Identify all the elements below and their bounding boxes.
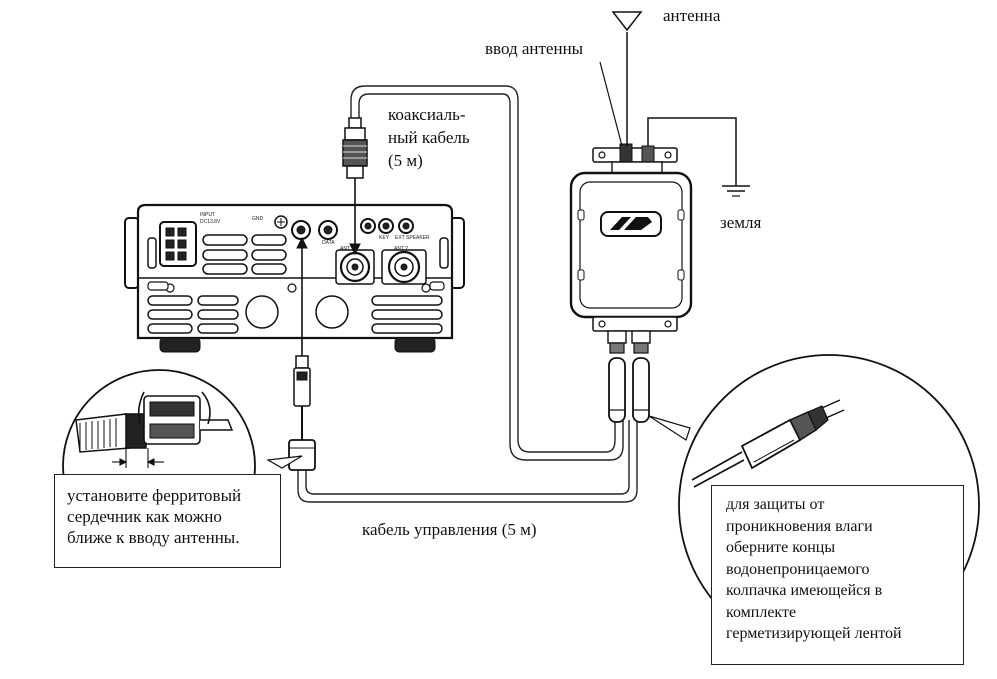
waterproof-note-line: герметизирующей лентой: [726, 625, 902, 642]
coaxial-cable: [350, 85, 624, 461]
svg-text:EXT SPEAKER: EXT SPEAKER: [395, 235, 430, 241]
waterproof-cap-control: [632, 357, 650, 423]
fan-left: [245, 295, 279, 329]
antenna-wire: [611, 11, 643, 146]
coax-label-line2: ный кабель: [388, 128, 470, 147]
control-cable: [297, 420, 638, 503]
coax-label-line3: (5 м): [388, 151, 423, 170]
svg-text:DC13.8V: DC13.8V: [200, 219, 221, 225]
svg-text:GND: GND: [252, 216, 264, 222]
svg-text:INPUT: INPUT: [200, 212, 215, 218]
waterproof-note-line: для защиты от: [726, 496, 825, 513]
waterproof-note-line: оберните концы: [726, 539, 836, 556]
ferrite-note-line: установите ферритовый: [67, 486, 242, 505]
waterproof-note-line: колпачка имеющейся в: [726, 582, 883, 599]
ferrite-note-line: ближе к вводу антенны.: [67, 528, 240, 547]
fan-right: [315, 295, 349, 329]
waterproof-note-line: проникновения влаги: [726, 517, 873, 535]
svg-text:ANT 2: ANT 2: [394, 246, 408, 252]
antenna-label: антенна: [663, 6, 721, 25]
waterproof-note-line: водонепроницаемого: [726, 560, 870, 578]
waterproof-note-box: для защиты от проникновения влаги оберни…: [711, 485, 964, 665]
panel-markings: INPUT DC13.8V GND DATA KEY EXT SPEAKER A…: [200, 212, 430, 252]
ground-wire: [647, 117, 750, 197]
waterproof-note-line: комплекте: [726, 603, 797, 621]
waterproof-cap-coax: [608, 357, 626, 423]
coax-plug: [342, 117, 368, 256]
control-plug: [288, 236, 316, 471]
control-cable-label: кабель управления (5 м): [362, 520, 537, 539]
antenna-tuner: [569, 143, 693, 423]
transceiver-rear-panel: [124, 203, 465, 353]
ferrite-note-line: сердечник как можно: [67, 507, 222, 526]
antenna-input-leader: [599, 61, 623, 147]
ferrite-note-box: установите ферритовый сердечник как можн…: [54, 474, 281, 568]
ferrite-core: [288, 439, 316, 471]
svg-text:DATA: DATA: [322, 240, 335, 246]
svg-text:KEY: KEY: [379, 235, 390, 241]
coax-label-line1: коаксиаль-: [388, 105, 466, 124]
antenna-input-label: ввод антенны: [485, 39, 584, 58]
svg-text:ANT 1: ANT 1: [340, 246, 354, 252]
ground-label: земля: [720, 213, 762, 232]
